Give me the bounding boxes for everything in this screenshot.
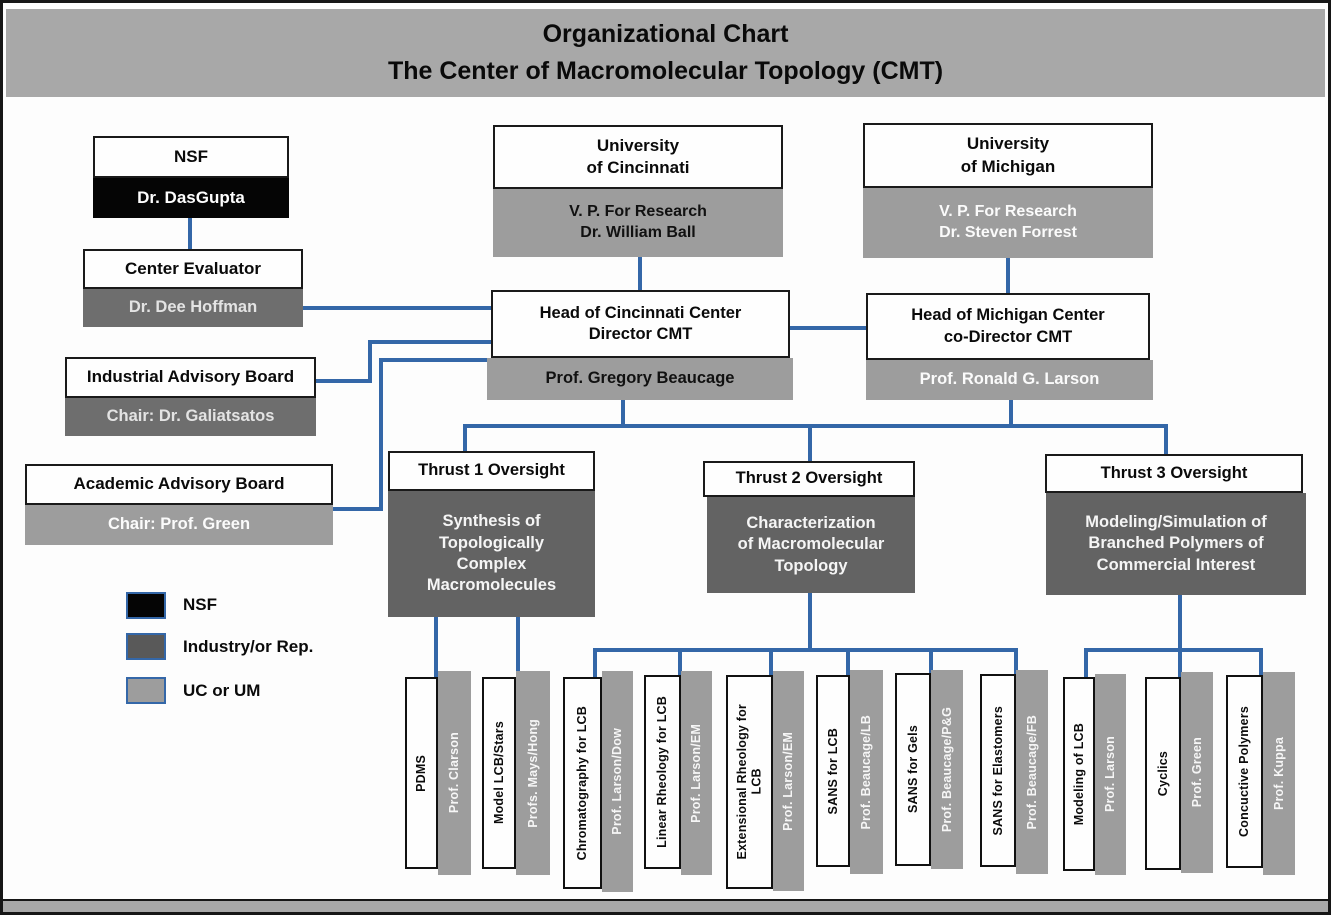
thrust1-body: Synthesis of Topologically Complex Macro…: [426, 512, 557, 595]
industrial-advisory-label: Industrial Advisory Board: [86, 367, 295, 387]
thrust2-label: Thrust 2 Oversight: [735, 469, 883, 488]
project-lead: Prof. Green: [1189, 737, 1204, 808]
project-lead: Prof. Larson/EM: [689, 723, 704, 823]
project-lead-box: Prof. Green: [1181, 672, 1213, 873]
project-lead-box: Prof. Beaucage/LB: [850, 670, 883, 874]
university-michigan-label: University of Michigan: [960, 134, 1056, 176]
center-evaluator-person-box: Dr. Dee Hoffman: [83, 289, 303, 327]
industrial-advisory-person-box: Chair: Dr. Galiatsatos: [65, 398, 316, 436]
project-lead: Prof. Kuppa: [1271, 736, 1286, 811]
project-label-box: SANS for Elastomers: [980, 674, 1016, 867]
project-label-box: Modeling of LCB: [1063, 677, 1095, 871]
industrial-advisory-title-box: Industrial Advisory Board: [65, 357, 316, 398]
project-label-box: Extensional Rheology for LCB: [726, 675, 773, 889]
project-label-box: PDMS: [405, 677, 438, 869]
project-label-box: Model LCB/Stars: [482, 677, 516, 869]
legend-swatch-nsf: [126, 592, 166, 619]
project-lead-box: Profs. Mays/Hong: [516, 671, 550, 875]
project-lead-box: Prof. Beaucage/P&G: [931, 670, 963, 869]
nsf-title-box: NSF: [93, 136, 289, 178]
head-michigan-title-box: Head of Michigan Center co-Director CMT: [866, 293, 1150, 360]
project-label-box: Cyclics: [1145, 677, 1181, 870]
university-michigan-vp: V. P. For Research Dr. Steven Forrest: [939, 203, 1077, 241]
thrust3-title-box: Thrust 3 Oversight: [1045, 454, 1303, 493]
page-title-line2: The Center of Macromolecular Topology (C…: [387, 57, 944, 85]
head-cincinnati-label: Head of Cincinnati Center Director CMT: [539, 303, 742, 343]
head-cincinnati-title-box: Head of Cincinnati Center Director CMT: [491, 290, 790, 358]
project-lead-box: Prof. Beaucage/FB: [1016, 670, 1048, 874]
project-lead: Prof. Beaucage/FB: [1024, 714, 1039, 830]
project-lead-box: Prof. Kuppa: [1263, 672, 1295, 875]
thrust3-body-box: Modeling/Simulation of Branched Polymers…: [1046, 493, 1306, 595]
thrust2-body-box: Characterization of Macromolecular Topol…: [707, 497, 915, 593]
academic-advisory-label: Academic Advisory Board: [73, 474, 285, 494]
project-label-box: Chromatography for LCB: [563, 677, 602, 889]
project-label: Cyclics: [1155, 750, 1170, 797]
thrust3-label: Thrust 3 Oversight: [1100, 463, 1248, 482]
university-michigan-vp-box: V. P. For Research Dr. Steven Forrest: [863, 188, 1153, 258]
university-cincinnati-label: University of Cincinnati: [586, 135, 690, 177]
project-lead: Prof. Beaucage/LB: [859, 714, 874, 830]
project-label: SANS for Elastomers: [990, 705, 1005, 836]
project-lead: Prof. Larson/EM: [781, 731, 796, 831]
academic-advisory-person-box: Chair: Prof. Green: [25, 505, 333, 545]
center-evaluator-title-box: Center Evaluator: [83, 249, 303, 289]
project-label: Extensional Rheology for LCB: [735, 704, 764, 860]
university-cincinnati-title-box: University of Cincinnati: [493, 125, 783, 189]
project-lead: Profs. Mays/Hong: [525, 718, 540, 828]
project-label-box: Concuctive Polymers: [1226, 675, 1263, 868]
thrust1-title-box: Thrust 1 Oversight: [388, 451, 595, 491]
university-cincinnati-vp-box: V. P. For Research Dr. William Ball: [493, 189, 783, 257]
head-michigan-person: Prof. Ronald G. Larson: [919, 370, 1100, 389]
project-lead: Prof. Larson: [1103, 736, 1118, 813]
project-lead: Prof. Clarson: [447, 732, 462, 814]
academic-advisory-title-box: Academic Advisory Board: [25, 464, 333, 505]
connector-lines: [188, 216, 1263, 679]
project-label: PDMS: [414, 754, 429, 792]
thrust2-body: Characterization of Macromolecular Topol…: [737, 513, 885, 575]
bottom-bar: [3, 899, 1328, 912]
project-lead-box: Prof. Larson/EM: [681, 671, 712, 875]
head-cincinnati-person-box: Prof. Gregory Beaucage: [487, 358, 793, 400]
nsf-person-box: Dr. DasGupta: [93, 178, 289, 218]
page-title-line1: Organizational Chart: [542, 20, 789, 48]
head-michigan-person-box: Prof. Ronald G. Larson: [866, 360, 1153, 400]
thrust1-label: Thrust 1 Oversight: [418, 461, 565, 480]
nsf-person: Dr. DasGupta: [137, 187, 245, 207]
head-michigan-label: Head of Michigan Center co-Director CMT: [911, 306, 1105, 346]
project-label: Concuctive Polymers: [1237, 706, 1252, 837]
thrust3-body: Modeling/Simulation of Branched Polymers…: [1085, 512, 1267, 574]
project-label-box: SANS for Gels: [895, 673, 931, 866]
nsf-label: NSF: [174, 146, 208, 166]
university-michigan-title-box: University of Michigan: [863, 123, 1153, 188]
project-lead: Prof. Larson/Dow: [610, 728, 625, 835]
title-bar: Organizational Chart The Center of Macro…: [6, 9, 1325, 97]
project-lead-box: Prof. Larson: [1095, 674, 1126, 875]
project-label: Chromatography for LCB: [575, 705, 590, 861]
university-cincinnati-vp: V. P. For Research Dr. William Ball: [569, 203, 707, 241]
head-cincinnati-person: Prof. Gregory Beaucage: [545, 369, 735, 388]
thrust2-title-box: Thrust 2 Oversight: [703, 461, 915, 497]
academic-advisory-chair: Chair: Prof. Green: [107, 515, 251, 534]
thrust1-body-box: Synthesis of Topologically Complex Macro…: [388, 491, 595, 617]
project-label: SANS for Gels: [905, 725, 920, 814]
project-lead-box: Prof. Clarson: [438, 671, 471, 875]
project-label: SANS for LCB: [825, 727, 840, 815]
project-lead-box: Prof. Larson/Dow: [602, 671, 633, 892]
legend-label-uc-um: UC or UM: [183, 681, 261, 700]
project-label: Model LCB/Stars: [491, 721, 506, 825]
center-evaluator-label: Center Evaluator: [124, 258, 262, 278]
center-evaluator-person: Dr. Dee Hoffman: [128, 298, 258, 317]
project-lead-box: Prof. Larson/EM: [773, 671, 804, 891]
project-label-box: SANS for LCB: [816, 675, 850, 867]
industrial-advisory-chair: Chair: Dr. Galiatsatos: [106, 407, 275, 426]
legend-swatch-industry: [126, 633, 166, 660]
project-lead: Prof. Beaucage/P&G: [939, 706, 954, 833]
project-label-box: Linear Rheology for LCB: [644, 675, 681, 869]
legend-swatch-uc-um: [126, 677, 166, 704]
legend-label-industry: Industry/or Rep.: [183, 637, 314, 656]
project-label: Modeling of LCB: [1071, 722, 1086, 826]
legend-label-nsf: NSF: [183, 595, 217, 614]
project-label: Linear Rheology for LCB: [655, 696, 670, 848]
